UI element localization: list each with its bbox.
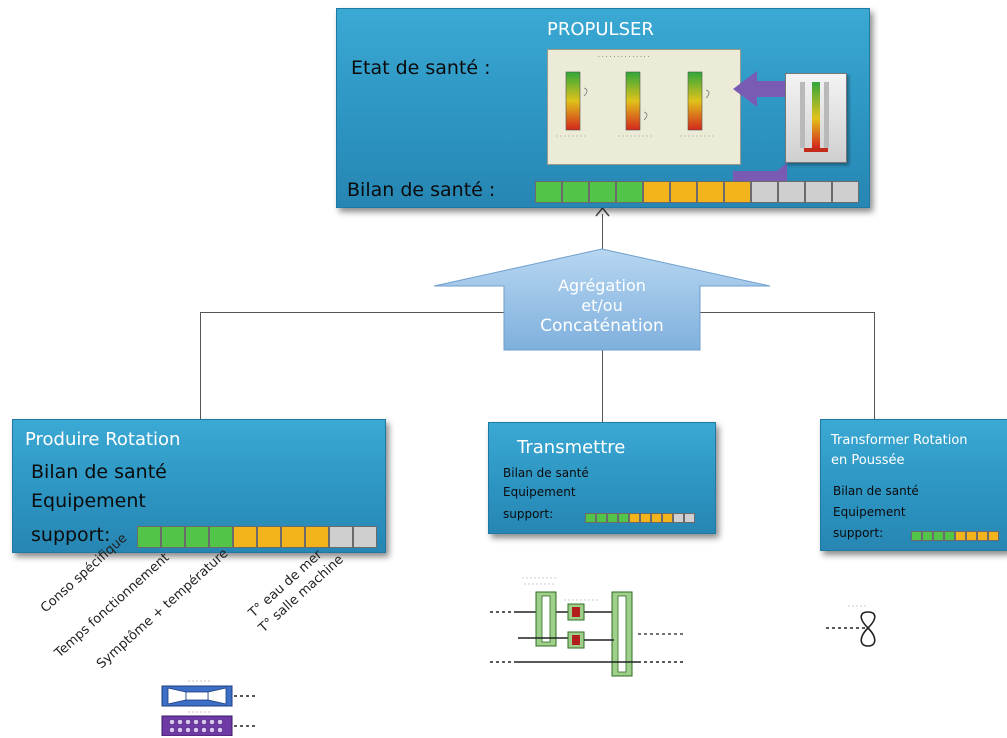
health-segment xyxy=(209,526,233,548)
etat-label: Etat de santé : xyxy=(351,57,491,79)
health-segment xyxy=(233,526,257,548)
health-segment xyxy=(589,181,616,203)
aggregation-arrow-icon xyxy=(434,248,770,351)
propulser-title: PROPULSER xyxy=(547,19,654,40)
propeller-icon xyxy=(826,605,876,647)
connector-top-vertical xyxy=(602,214,603,254)
right-bilan-line3: support: xyxy=(833,526,884,540)
health-segment xyxy=(585,513,596,523)
health-segment xyxy=(353,526,377,548)
health-segment xyxy=(832,181,859,203)
left-bilan-line1: Bilan de santé xyxy=(31,461,167,483)
health-segment xyxy=(535,181,562,203)
aggregation-line3: Concaténation xyxy=(540,316,664,336)
produire-rotation-box: Produire Rotation Bilan de santé Equipem… xyxy=(12,419,386,553)
left-bilan-line3: support: xyxy=(31,524,111,546)
connector-right-vertical xyxy=(874,312,875,419)
health-segment xyxy=(257,526,281,548)
transformer-rotation-box: Transformer Rotation en Poussée Bilan de… xyxy=(820,419,1007,551)
bilan-label: Bilan de santé : xyxy=(347,179,496,201)
mid-health-bar xyxy=(585,513,695,523)
transmettre-title: Transmettre xyxy=(517,437,626,458)
left-health-bar xyxy=(137,526,377,548)
right-bilan-line2: Equipement xyxy=(833,505,906,519)
propulser-box: PROPULSER Etat de santé : · · · · · · · … xyxy=(336,8,870,208)
health-segment xyxy=(778,181,805,203)
gauge-tile xyxy=(785,73,847,163)
right-bilan-line1: Bilan de santé xyxy=(833,484,919,498)
health-segment xyxy=(305,526,329,548)
arrowhead-up-icon xyxy=(595,206,610,217)
health-segment xyxy=(933,531,944,541)
health-segment xyxy=(616,181,643,203)
transformer-title-line2: en Poussée xyxy=(831,453,905,468)
health-segment xyxy=(596,513,607,523)
aggregation-line1: Agrégation xyxy=(558,276,646,295)
aggregation-line2: et/ou xyxy=(581,296,623,315)
aggregation-text: Agrégation et/ou Concaténation xyxy=(504,276,700,336)
health-segment xyxy=(607,513,618,523)
health-segment xyxy=(137,526,161,548)
health-segment xyxy=(697,181,724,203)
health-segment xyxy=(988,531,999,541)
health-segment xyxy=(977,531,988,541)
mid-bilan-line1: Bilan de santé xyxy=(503,466,589,480)
health-segment xyxy=(651,513,662,523)
transformer-title-line1: Transformer Rotation xyxy=(831,433,968,448)
health-segment xyxy=(643,181,670,203)
health-segment xyxy=(805,181,832,203)
produire-rotation-title: Produire Rotation xyxy=(25,429,181,450)
left-bilan-line2: Equipement xyxy=(31,490,146,512)
health-segment xyxy=(751,181,778,203)
health-dashboard-panel: · · · · · · · · · · · · · · xyxy=(547,49,741,165)
gas-turbine-icon xyxy=(161,680,258,736)
health-segment xyxy=(161,526,185,548)
health-segment xyxy=(955,531,966,541)
health-segment xyxy=(329,526,353,548)
health-segment xyxy=(562,181,589,203)
health-segment xyxy=(670,181,697,203)
connector-mid-vertical xyxy=(602,340,603,422)
health-segment xyxy=(618,513,629,523)
health-segment xyxy=(966,531,977,541)
health-segment xyxy=(922,531,933,541)
health-segment xyxy=(281,526,305,548)
mid-bilan-line3: support: xyxy=(503,507,554,521)
health-segment xyxy=(629,513,640,523)
gearbox-clutch-icon xyxy=(490,577,684,677)
right-health-bar xyxy=(911,531,999,541)
health-segment xyxy=(185,526,209,548)
health-segment xyxy=(684,513,695,523)
health-segment xyxy=(662,513,673,523)
health-segment xyxy=(944,531,955,541)
health-segment xyxy=(911,531,922,541)
mid-bilan-line2: Equipement xyxy=(503,485,576,499)
connector-left-vertical xyxy=(200,312,201,419)
health-segment xyxy=(724,181,751,203)
health-segment xyxy=(673,513,684,523)
transmettre-box: Transmettre Bilan de santé Equipement su… xyxy=(488,422,716,534)
health-segment xyxy=(640,513,651,523)
top-health-bar xyxy=(535,181,859,203)
